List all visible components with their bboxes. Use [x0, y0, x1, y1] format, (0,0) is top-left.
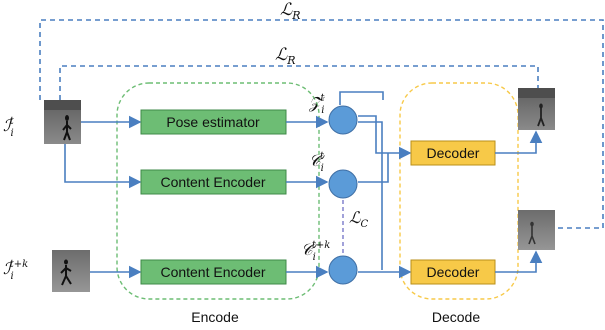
- c-node: [328, 169, 358, 199]
- pose-estimator-label: Pose estimator: [166, 114, 260, 130]
- pose-estimator-box: Pose estimator: [140, 109, 287, 135]
- route-z-to-decoder2: [358, 121, 383, 270]
- content-encoder-1-label: Content Encoder: [160, 174, 265, 190]
- input-frame-t: [44, 100, 81, 144]
- input-t-label: ℐit: [3, 116, 15, 139]
- loss-c-sub: C: [361, 219, 369, 230]
- ck-sup: t+k: [312, 240, 330, 251]
- z-base: 𝒵: [308, 93, 325, 112]
- input-t-base: ℐ: [3, 116, 13, 135]
- route-z-to-decoder1: [358, 115, 412, 160]
- decoder-2-label: Decoder: [427, 264, 480, 280]
- decoder-1-box: Decoder: [410, 140, 496, 166]
- c-label: 𝒞it: [309, 151, 325, 174]
- z-node: [328, 105, 358, 135]
- z-label: 𝒵it: [308, 93, 325, 116]
- arrow-input-to-content1: [64, 144, 142, 189]
- c-sub: i: [321, 163, 324, 174]
- encode-group: [116, 82, 320, 300]
- input-t-sup: t: [10, 116, 15, 127]
- loss-r-top-sub: R: [291, 9, 300, 22]
- z-sub: i: [321, 105, 324, 116]
- loss-r-mid-sub: R: [286, 54, 295, 67]
- decoder-2-box: Decoder: [410, 259, 496, 285]
- loss-c-symbol: ℒ: [349, 208, 361, 227]
- decoder-1-label: Decoder: [427, 145, 480, 161]
- loss-r-top-line: [39, 19, 604, 229]
- content-encoder-1-box: Content Encoder: [140, 169, 287, 195]
- z-sup: t: [320, 93, 325, 104]
- input-frame-tk: [52, 250, 90, 292]
- ck-label: 𝒞it+k: [301, 240, 330, 263]
- ck-node: [328, 255, 358, 285]
- input-tk-base: ℐ: [3, 259, 13, 278]
- loss-r-mid-symbol: ℒ: [275, 45, 288, 65]
- arrow-decoder2-to-output2: [495, 250, 543, 273]
- content-encoder-2-label: Content Encoder: [160, 264, 265, 280]
- arrow-decoder1-to-output1: [495, 130, 543, 154]
- loss-r-mid-label: ℒR: [275, 45, 296, 67]
- input-tk-label: ℐit+k: [3, 259, 28, 282]
- decode-label: Decode: [432, 309, 480, 325]
- route-z-top: [339, 91, 384, 105]
- input-tk-sub: i: [11, 271, 14, 282]
- content-encoder-2-box: Content Encoder: [140, 259, 287, 285]
- loss-r-top-label: ℒR: [280, 0, 301, 22]
- output-frame-1: [518, 88, 555, 130]
- c-sup: t: [320, 151, 325, 162]
- loss-r-top-symbol: ℒ: [280, 0, 293, 20]
- encode-label: Encode: [191, 309, 239, 325]
- route-c-to-decoder1: [358, 153, 389, 183]
- loss-c-label: ℒC: [349, 208, 369, 230]
- input-t-sub: i: [11, 128, 14, 139]
- decode-group: [399, 82, 519, 300]
- ck-sub: i: [313, 252, 316, 263]
- output-frame-2: [518, 210, 555, 250]
- input-tk-sup: t+k: [10, 259, 28, 270]
- loss-r-mid-line: [59, 65, 539, 100]
